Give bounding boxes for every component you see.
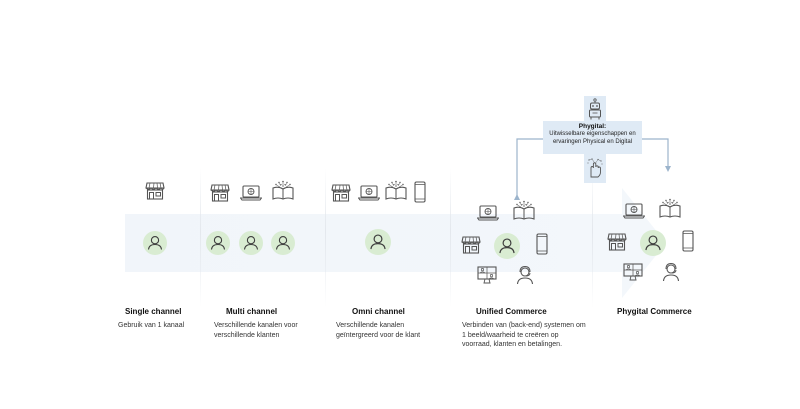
phygital-title: Phygital:: [578, 123, 607, 130]
stage-title-multi-channel: Multi channel: [226, 307, 278, 316]
stage-title-single-channel: Single channel: [125, 307, 182, 316]
robot-icon: [587, 98, 603, 120]
hand-icon: [586, 158, 604, 178]
customer-avatar: [271, 231, 295, 255]
stage-divider: [325, 168, 326, 308]
stage-description-unified-commerce: Verbinden van (back-end) systemen om 1 b…: [462, 322, 586, 348]
stage-divider: [450, 168, 451, 308]
customer-avatar: [640, 230, 666, 256]
customer-avatar: [494, 233, 520, 259]
stage-title-unified-commerce: Unified Commerce: [476, 307, 547, 316]
stage-description-omni-channel: Verschillende kanalen geïntergreerd voor…: [336, 322, 421, 339]
stage-divider: [592, 168, 593, 308]
customer-avatar: [239, 231, 263, 255]
phygital-cross-horizontal: [543, 121, 642, 154]
stage-divider: [200, 168, 201, 308]
customer-avatar: [365, 229, 391, 255]
customer-avatar: [143, 231, 167, 255]
stage-description-multi-channel: Verschillende kanalen voor verschillende…: [214, 322, 298, 339]
stage-title-omni-channel: Omni channel: [352, 307, 405, 316]
customer-avatar: [206, 231, 230, 255]
phygital-description: Uitwisselbare eigenschappen en ervaringe…: [549, 131, 636, 145]
stage-description-single-channel: Gebruik van 1 kanaal: [118, 322, 185, 329]
stage-title-phygital-commerce: Phygital Commerce: [617, 307, 692, 316]
